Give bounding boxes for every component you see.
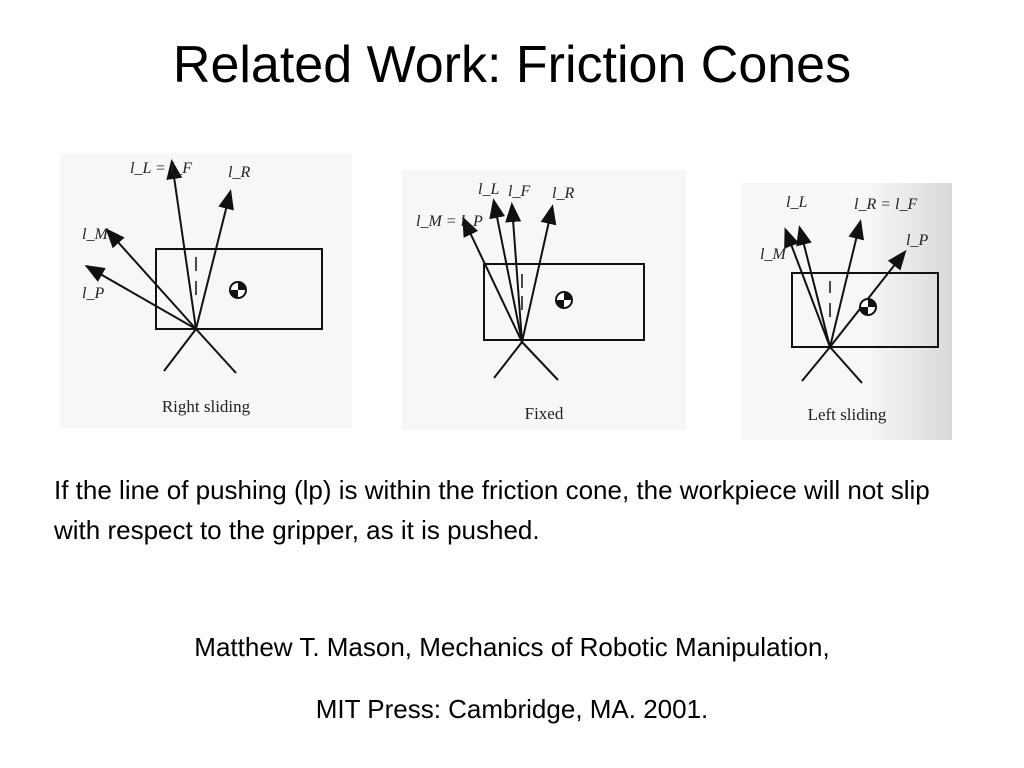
label-lR: l_R — [228, 164, 250, 181]
label-lM: l_M — [82, 226, 109, 243]
caption-left-sliding: Left sliding — [807, 405, 887, 424]
label-lP: l_P — [82, 285, 104, 302]
workpiece-rect — [483, 263, 645, 341]
fixed-diagram: l_L l_F l_R l_M = l_P — [416, 181, 645, 381]
workpiece-rect — [155, 248, 323, 330]
caption-right-sliding: Right sliding — [161, 397, 251, 416]
label-lL: l_L — [478, 181, 499, 198]
label-lL: l_L — [786, 194, 807, 211]
figure-right-sliding: l_L = l_F l_R l_M l_P Right sliding — [60, 153, 352, 428]
label-lR-lF: l_R = l_F — [854, 196, 917, 213]
left-sliding-diagram: l_L l_R = l_F l_P l_M — [760, 194, 939, 384]
label-lP: l_P — [906, 232, 928, 249]
right-sliding-diagram: l_L = l_F l_R l_M l_P — [82, 159, 323, 374]
label-lL-lF: l_L = l_F — [130, 160, 192, 177]
workpiece-rect — [791, 272, 939, 348]
reference-line-1: Matthew T. Mason, Mechanics of Robotic M… — [194, 632, 830, 662]
label-lM: l_M — [760, 246, 787, 263]
slide-title: Related Work: Friction Cones — [172, 36, 852, 94]
label-lR: l_R — [552, 185, 574, 202]
label-lM-lP: l_M = l_P — [416, 213, 483, 230]
figure-left-sliding: l_L l_R = l_F l_P l_M Left sliding — [742, 183, 952, 440]
reference-line-2: MIT Press: Cambridge, MA. 2001. — [315, 694, 709, 724]
body-paragraph: If the line of pushing (lp) is within th… — [54, 475, 930, 545]
figure-fixed: l_L l_F l_R l_M = l_P Fixed — [402, 170, 686, 430]
label-lF: l_F — [508, 183, 530, 200]
caption-fixed: Fixed — [524, 404, 564, 423]
